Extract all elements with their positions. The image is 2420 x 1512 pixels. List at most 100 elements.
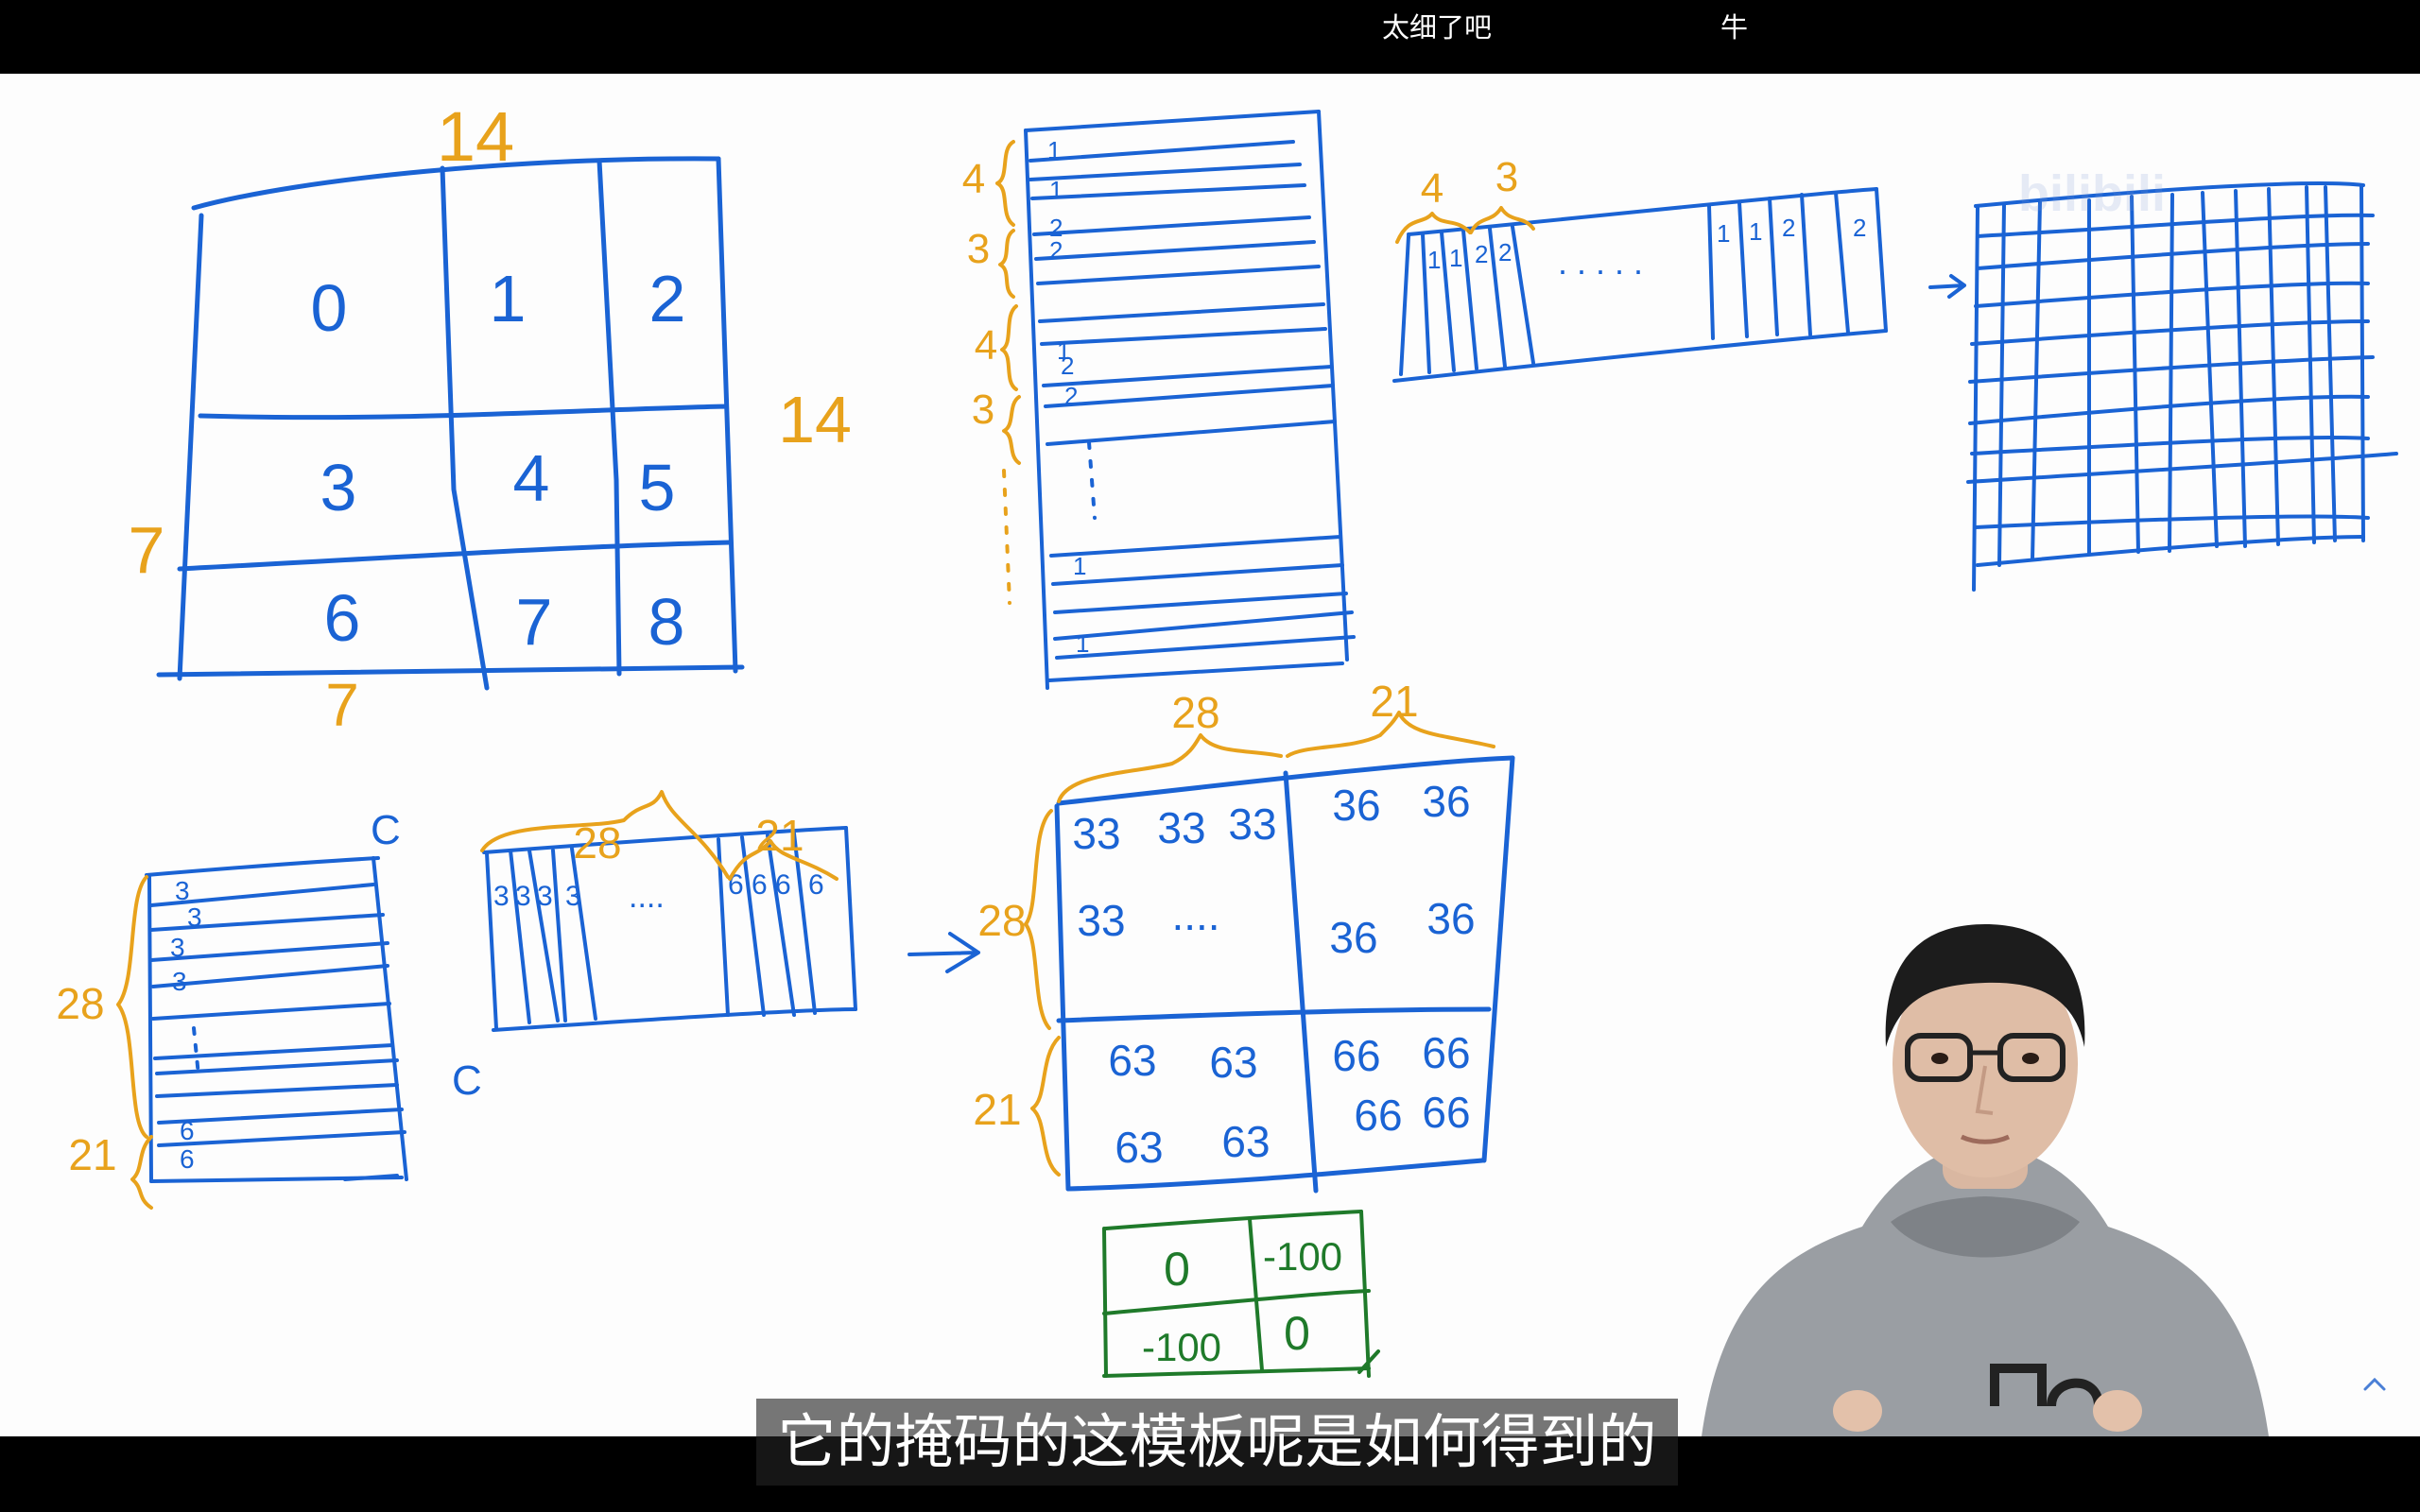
grid-label: 3 [320, 451, 357, 524]
stack-brackets [995, 140, 1021, 605]
mask-cell: -100 [1142, 1325, 1221, 1369]
stack-mark: 1 [1049, 176, 1063, 204]
strip-bracket-label: 3 [1495, 154, 1518, 200]
result-cell: 36 [1332, 781, 1380, 830]
stack-mark: 2 [1064, 382, 1078, 410]
result-cell: 63 [1115, 1123, 1163, 1172]
column-cell: 3 [172, 967, 187, 996]
row-block [482, 826, 857, 1032]
row-stack [1024, 110, 1356, 690]
watermark: bilibili [2018, 165, 2166, 222]
danmaku-comment: 太细了吧 [1382, 11, 1493, 43]
row-block-cell: 6 [775, 869, 791, 901]
column-cell: 6 [180, 1116, 195, 1145]
grid-label: 0 [311, 271, 348, 345]
strip-cell: 1 [1717, 219, 1730, 248]
result-cell: 66 [1354, 1091, 1402, 1140]
whiteboard: 0 1 2 3 4 5 6 7 8 14 14 7 7 [56, 97, 2398, 1378]
strip-cell: 1 [1449, 244, 1462, 272]
row-block-cell: 6 [752, 869, 768, 901]
stack-mark: 1 [1057, 336, 1070, 365]
column-cell: 3 [187, 902, 202, 932]
result-cell: .... [1171, 890, 1219, 939]
strip-bracket-label: 4 [1421, 165, 1443, 212]
grid-left-height: 7 [129, 513, 165, 587]
grid-right-height: 14 [778, 383, 852, 456]
column-cell: 6 [180, 1144, 195, 1174]
column-c-label: C [371, 807, 401, 853]
strip-cell: 2 [1475, 240, 1488, 268]
stack-mark: 2 [1049, 236, 1063, 265]
grid-label: 8 [648, 585, 685, 659]
column-cell: 3 [175, 876, 190, 905]
result-cell: 33 [1072, 809, 1120, 858]
strip-ellipsis: . . . . . [1558, 243, 1643, 282]
top-danmaku-bar: 太细了吧 牛 [0, 0, 2420, 74]
grid-label: 4 [513, 441, 550, 515]
grid-top-width: 14 [437, 97, 514, 176]
result-cell: 63 [1108, 1036, 1156, 1085]
chevron-up-icon[interactable] [2360, 1368, 2390, 1399]
stack-mark: 1 [1076, 629, 1089, 658]
result-cell: 66 [1422, 1088, 1470, 1137]
result-cell: 63 [1209, 1038, 1257, 1087]
mask-matrix [1102, 1210, 1380, 1378]
stack-bracket-label: 4 [975, 322, 997, 369]
mask-cell: -100 [1263, 1234, 1342, 1279]
result-matrix [1054, 755, 1515, 1194]
column-bracket-label: 28 [56, 979, 104, 1028]
row-block-cell: 3 [537, 881, 553, 912]
column-cell: 3 [170, 933, 185, 962]
grid-label: 5 [639, 451, 676, 524]
window-grid-labels: 0 1 2 3 4 5 6 7 8 [311, 262, 686, 659]
video-player[interactable]: 0 1 2 3 4 5 6 7 8 14 14 7 7 [0, 74, 2420, 1436]
result-cell: 66 [1422, 1028, 1470, 1077]
result-cell: 36 [1329, 913, 1377, 962]
result-cell: 33 [1077, 896, 1125, 945]
strip-cell: 1 [1749, 217, 1762, 246]
danmaku-comment: 牛 [1720, 11, 1749, 43]
strip-cell: 2 [1853, 214, 1866, 242]
row-block-bracket-label: 28 [573, 818, 621, 868]
stack-mark: 1 [1073, 552, 1086, 580]
stack-mark: 2 [1049, 214, 1063, 242]
row-strip [1392, 187, 1888, 383]
stack-bracket-label: 3 [972, 387, 994, 433]
strip-cell: 2 [1498, 238, 1512, 266]
arrow-icon [1928, 274, 1966, 299]
result-cell: 36 [1422, 777, 1470, 826]
mesh-grid [1966, 181, 2398, 592]
mask-cell: 0 [1164, 1243, 1190, 1296]
strip-cell: 2 [1782, 214, 1795, 242]
arrow-icon [908, 932, 980, 973]
row-block-ellipsis: .... [629, 879, 665, 915]
grid-label: 1 [490, 262, 527, 335]
stack-mark: 2 [1061, 352, 1074, 380]
stack-mark: 1 [1047, 136, 1061, 164]
result-cell: 63 [1221, 1117, 1270, 1166]
row-block-cell: 6 [808, 869, 824, 901]
window-grid [156, 156, 745, 691]
result-cell: 36 [1426, 894, 1475, 943]
strip-cell: 1 [1427, 246, 1441, 274]
presenter-video [1702, 924, 2269, 1436]
grid-label: 2 [649, 262, 686, 335]
result-top-bracket-label: 21 [1370, 677, 1418, 726]
column-block [145, 856, 408, 1183]
result-side-bracket-label: 28 [977, 896, 1026, 945]
row-block-bracket-label: 21 [755, 811, 804, 860]
grid-label: 7 [516, 585, 553, 659]
row-block-cell: 3 [515, 881, 531, 912]
result-cell: 33 [1228, 799, 1276, 849]
row-block-cell: 3 [493, 881, 510, 912]
row-block-cell: 6 [728, 869, 744, 901]
result-top-bracket-label: 28 [1171, 688, 1219, 737]
column-bracket-label: 21 [68, 1130, 116, 1179]
row-block-cell: 3 [565, 881, 581, 912]
result-cell: 66 [1332, 1031, 1380, 1080]
result-side-bracket-label: 21 [973, 1085, 1021, 1134]
subtitle-caption: 它的掩码的这模板呢是如何得到的 [756, 1399, 1678, 1486]
grid-bottom-width: 7 [325, 671, 359, 739]
mask-cell: 0 [1284, 1307, 1310, 1360]
stack-bracket-label: 3 [967, 226, 990, 272]
